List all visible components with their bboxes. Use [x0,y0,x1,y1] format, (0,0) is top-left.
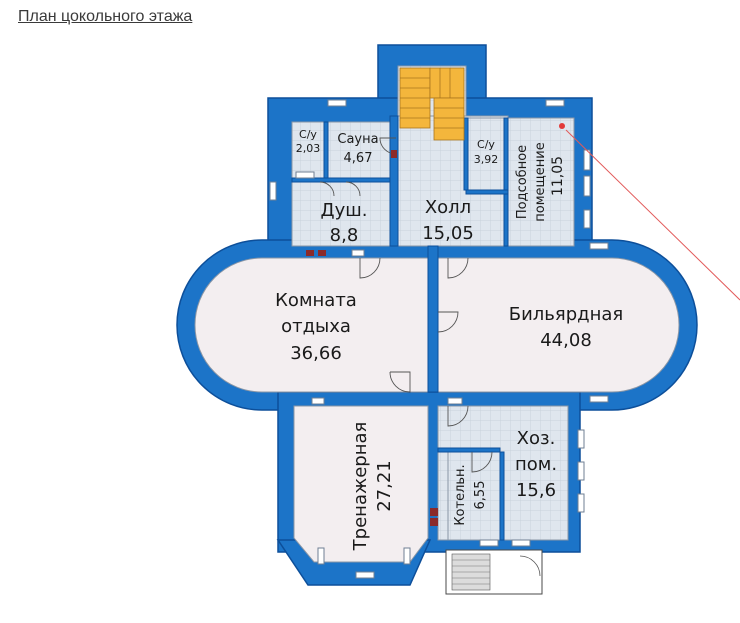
room-podsob-name-1: Подсобное [515,145,530,219]
room-hoz-name-2: пом. [515,454,557,475]
room-komnata-area: 36,66 [290,343,342,364]
staircase [399,67,465,141]
door-jambs [306,150,438,526]
room-su1-area: 2,03 [296,142,321,155]
room-hoz-area: 15,6 [516,480,556,501]
room-sauna-name: Сауна [337,132,378,147]
room-holl-name: Холл [425,197,471,218]
room-su2-area: 3,92 [474,153,499,166]
room-komnata-name-1: Комната [275,290,357,311]
room-dush-area: 8,8 [330,225,359,246]
room-su2-name: С/у [477,138,495,151]
room-bilyard-area: 44,08 [540,330,592,351]
room-trenaj-area: 27,21 [374,460,395,512]
room-su1-name: С/у [299,128,317,141]
pointer-marker [559,123,740,301]
room-sauna-area: 4,67 [344,151,373,166]
room-bilyard-name: Бильярдная [509,304,624,325]
entrance-porch [445,549,543,595]
room-komnata-name-2: отдыха [281,316,351,337]
room-kotel-name: Котельн. [453,464,468,525]
page-title: План цокольного этажа [18,8,193,25]
interior-walls [291,115,509,541]
room-trenaj-name: Тренажерная [350,422,371,552]
room-dush-name: Душ. [321,200,368,221]
room-podsob-area: 11,05 [550,156,566,196]
room-kotel-area: 6,55 [473,481,488,510]
room-labels: С/у 2,03 Сауна 4,67 С/у 3,92 Подсобное п… [275,128,623,551]
windows [269,99,609,579]
room-podsob-name-2: помещение [533,142,548,221]
room-hoz-name-1: Хоз. [517,428,556,449]
room-holl-area: 15,05 [422,223,474,244]
